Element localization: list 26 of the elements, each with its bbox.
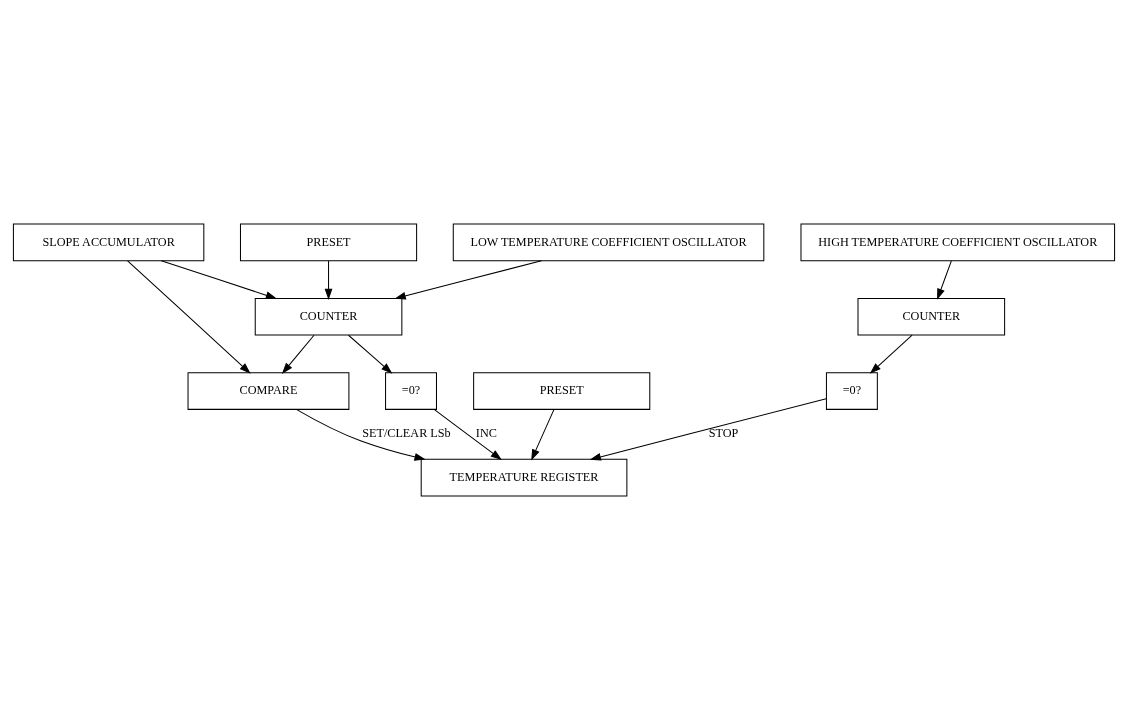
node-box: LOW TEMPERATURE COEFFICIENT OSCILLATOR	[452, 223, 765, 261]
node-box: HIGH TEMPERATURE COEFFICIENT OSCILLATOR	[800, 223, 1116, 261]
arrow	[433, 408, 502, 460]
node-box: PRESET	[239, 223, 418, 261]
arrow	[348, 334, 393, 374]
arrow	[937, 259, 952, 300]
arrow	[531, 408, 555, 460]
node-box: PRESET	[473, 371, 651, 410]
node-box: COUNTER	[857, 297, 1006, 336]
arrow	[394, 259, 542, 300]
edge-label: SET/CLEAR LSb	[362, 425, 451, 440]
arrow	[296, 408, 426, 461]
node-box: =0?	[825, 371, 878, 410]
arrow	[127, 259, 251, 374]
arrow	[324, 259, 333, 300]
arrow	[869, 334, 913, 374]
arrow	[281, 334, 315, 374]
node-box: SLOPE ACCUMULATOR	[12, 223, 205, 261]
node-box: COMPARE	[187, 371, 350, 410]
node-box: =0?	[385, 371, 437, 410]
arrow	[160, 259, 277, 299]
node-box: COUNTER	[254, 297, 403, 336]
arrow	[589, 397, 827, 461]
edge-label: STOP	[708, 425, 739, 440]
edge-label: INC	[475, 425, 497, 440]
node-box: TEMPERATURE REGISTER	[420, 458, 628, 496]
